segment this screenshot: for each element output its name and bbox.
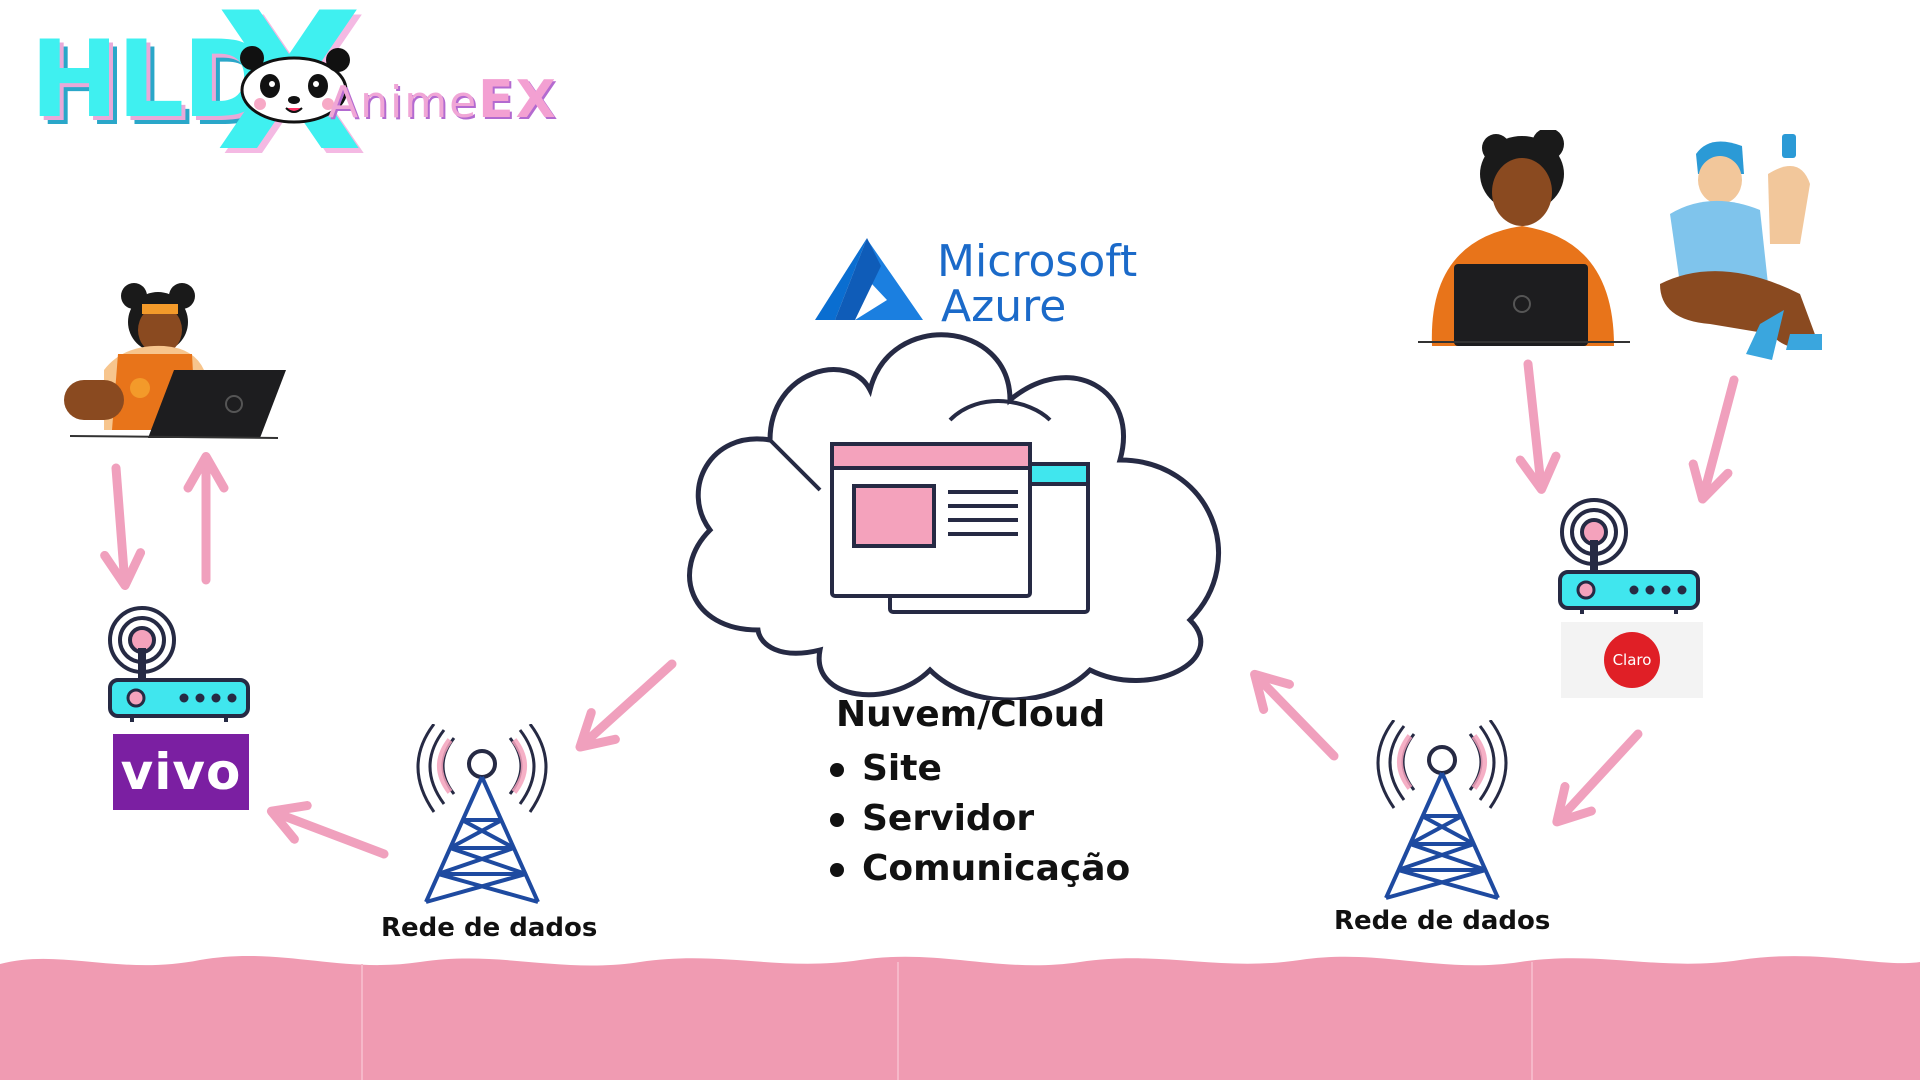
logo-main-text: HLD (30, 18, 270, 141)
right-tower-label: Rede de dados (1334, 906, 1551, 936)
azure-logo-icon (815, 238, 923, 320)
list-item: Servidor (826, 794, 1130, 844)
bullet-icon (830, 763, 844, 777)
arrow-right-user-2-to-router (1688, 375, 1739, 504)
logo-subtitle-suffix: EX (478, 70, 558, 130)
right-user-phone-illustration (1660, 134, 1822, 360)
left-tower-label: Rede de dados (381, 913, 598, 943)
arrow-right-tower-to-cloud (1250, 669, 1339, 761)
cloud-feature-list: Site Servidor Comunicação (826, 744, 1130, 894)
list-item: Site (826, 744, 1130, 794)
arrow-cloud-to-left-tower (575, 659, 677, 752)
arrow-left-tower-to-vivo (266, 801, 389, 859)
arrow-claro-to-right-tower (1552, 729, 1643, 827)
list-item: Comunicação (826, 844, 1130, 894)
left-user-illustration (64, 283, 286, 439)
cloud-title: Nuvem/Cloud (836, 694, 1106, 735)
logo: HLD X AnimeEX (28, 0, 556, 178)
logo-subtitle-prefix: Anime (328, 77, 479, 128)
left-cell-tower-icon (416, 724, 548, 904)
logo-subtitle: AnimeEX (328, 70, 558, 130)
bottom-wave-decoration (0, 955, 1920, 1080)
azure-brand-line-2: Azure (941, 281, 1067, 332)
bullet-icon (830, 813, 844, 827)
right-user-laptop-illustration (1418, 130, 1630, 346)
bullet-icon (830, 863, 844, 877)
panda-icon (240, 46, 350, 124)
vivo-isp-logo: vivo (113, 734, 249, 810)
arrow-right-user-1-to-router (1515, 359, 1561, 494)
browser-window-icon (830, 442, 1090, 614)
arrow-user-to-router-down (100, 463, 146, 590)
right-cell-tower-icon (1376, 720, 1508, 900)
claro-badge: Claro (1604, 632, 1660, 688)
claro-isp-logo: Claro (1561, 622, 1703, 698)
azure-brand-line-1: Microsoft (937, 236, 1138, 287)
left-router-icon (108, 606, 250, 722)
right-router-icon (1558, 498, 1700, 614)
